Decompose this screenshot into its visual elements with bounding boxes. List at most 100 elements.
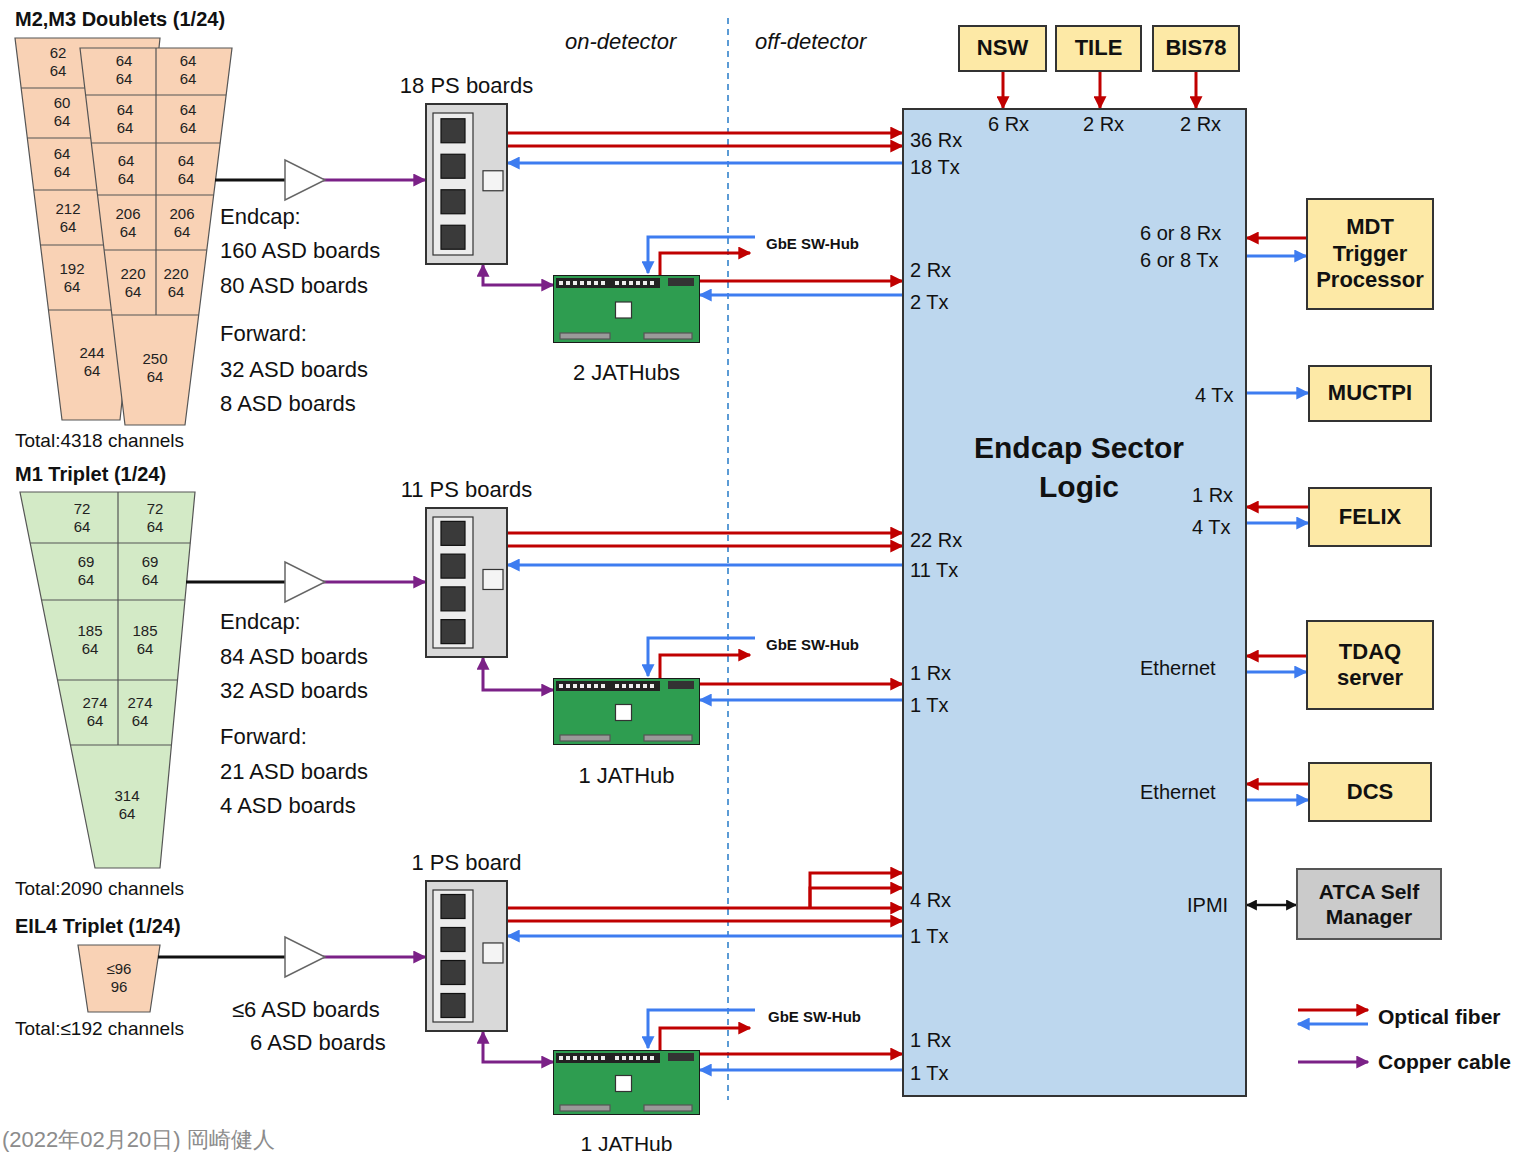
legend-sample [1298, 1009, 1368, 1012]
pin [580, 684, 584, 688]
eil4-chamber [78, 945, 160, 1012]
legend-label: Copper cable [1378, 1050, 1511, 1074]
jathub-board: 1 JATHub [553, 1050, 700, 1115]
asd-count: Endcap: [220, 204, 301, 229]
port-count: 18 Tx [910, 156, 960, 179]
channel-count: 220 64 [115, 265, 151, 301]
channel-count: 192 64 [54, 260, 90, 296]
illustration [15, 18, 1368, 1100]
port-count: 1 Rx [910, 662, 951, 685]
rail [560, 1105, 610, 1111]
pin [573, 684, 577, 688]
fpga-chip [441, 190, 465, 214]
node-label: Endcap Sector Logic [969, 428, 1189, 506]
fiber-fanout [810, 873, 902, 908]
node-label: 1 JATHub [578, 763, 674, 788]
optical-fiber [1247, 392, 1308, 395]
jathub-drawing [552, 677, 699, 744]
pin [629, 684, 633, 688]
port-count: 1 Rx [910, 1029, 951, 1052]
amplifier-symbols [285, 562, 325, 602]
channel-count: 64 64 [107, 101, 143, 137]
optical-fiber [700, 683, 902, 686]
port-count: 22 Rx [910, 529, 962, 552]
channel-count: 64 64 [106, 52, 142, 88]
asd-count: 4 ASD boards [220, 793, 356, 818]
connector [483, 943, 503, 963]
channel-count: 64 64 [170, 52, 206, 88]
pin [615, 281, 619, 285]
pin [629, 281, 633, 285]
copper-cable [483, 658, 553, 690]
asd-count: Forward: [220, 724, 307, 749]
channel-count: 212 64 [50, 200, 86, 236]
detector-boundary [727, 18, 729, 1100]
port-count: 2 Tx [910, 291, 949, 314]
channel-count: 60 64 [44, 94, 80, 130]
external-system: FELIX [1308, 487, 1432, 547]
pin [587, 1056, 591, 1060]
external-system: TDAQ server [1306, 620, 1434, 710]
node-label: 2 JATHubs [573, 360, 680, 385]
optical-fiber [1247, 799, 1308, 802]
external-system: MUCTPI [1308, 365, 1432, 422]
connector [616, 302, 632, 318]
fpga-chip [441, 554, 465, 578]
pin [559, 684, 563, 688]
board-panel [433, 517, 473, 648]
port-count: 2 Rx [910, 259, 951, 282]
asd-count: 84 ASD boards [220, 644, 368, 669]
channel-count: 244 64 [74, 344, 110, 380]
pin [573, 281, 577, 285]
chamber-title: M1 Triplet (1/24) [15, 463, 166, 486]
ps-board: 11 PS boards [425, 507, 508, 658]
connector [483, 171, 503, 191]
pin-header [668, 681, 694, 689]
signal-cable [215, 179, 286, 182]
channel-count: 72 64 [137, 500, 173, 536]
eil4-chamber [78, 945, 160, 1012]
channel-count: ≤96 96 [101, 960, 137, 996]
channel-count: 64 64 [170, 101, 206, 137]
node-label: FELIX [1334, 504, 1406, 530]
m1-chamber [42, 599, 185, 600]
copper-cable [483, 265, 553, 285]
pin-header [668, 1053, 694, 1061]
channel-count: 64 64 [108, 152, 144, 188]
pin [643, 684, 647, 688]
optical-fiber [1247, 237, 1306, 240]
pin [580, 281, 584, 285]
pin [580, 1056, 584, 1060]
pin [566, 684, 570, 688]
asd-count: 8 ASD boards [220, 391, 356, 416]
channel-count: 314 64 [109, 787, 145, 823]
rail [560, 333, 610, 339]
channel-count: 69 64 [132, 553, 168, 589]
port-count: Ethernet [1140, 781, 1216, 804]
ps-board: 1 PS board [425, 880, 508, 1032]
optical-fiber [700, 280, 902, 283]
optical-fiber [700, 699, 902, 702]
optical-fiber [700, 294, 902, 297]
pin [601, 281, 605, 285]
pin [636, 684, 640, 688]
node-label: 1 JATHub [581, 1132, 673, 1156]
optical-fiber [1247, 506, 1308, 509]
port-count: 4 Tx [1195, 384, 1234, 407]
node-label: BIS78 [1160, 35, 1231, 61]
m1-chamber [71, 744, 172, 745]
amplifier-symbols [285, 160, 325, 200]
pin [622, 1056, 626, 1060]
node-label: TILE [1070, 35, 1128, 61]
optical-fiber [700, 1053, 902, 1056]
pin [622, 281, 626, 285]
channel-count: 250 64 [137, 350, 173, 386]
channel-total: Total:4318 channels [15, 430, 184, 452]
fiber-fanout [810, 888, 902, 908]
pin [559, 1056, 563, 1060]
m1-chamber [30, 542, 190, 543]
pin [601, 1056, 605, 1060]
external-system: TILE [1055, 25, 1142, 72]
connector [616, 1076, 632, 1092]
